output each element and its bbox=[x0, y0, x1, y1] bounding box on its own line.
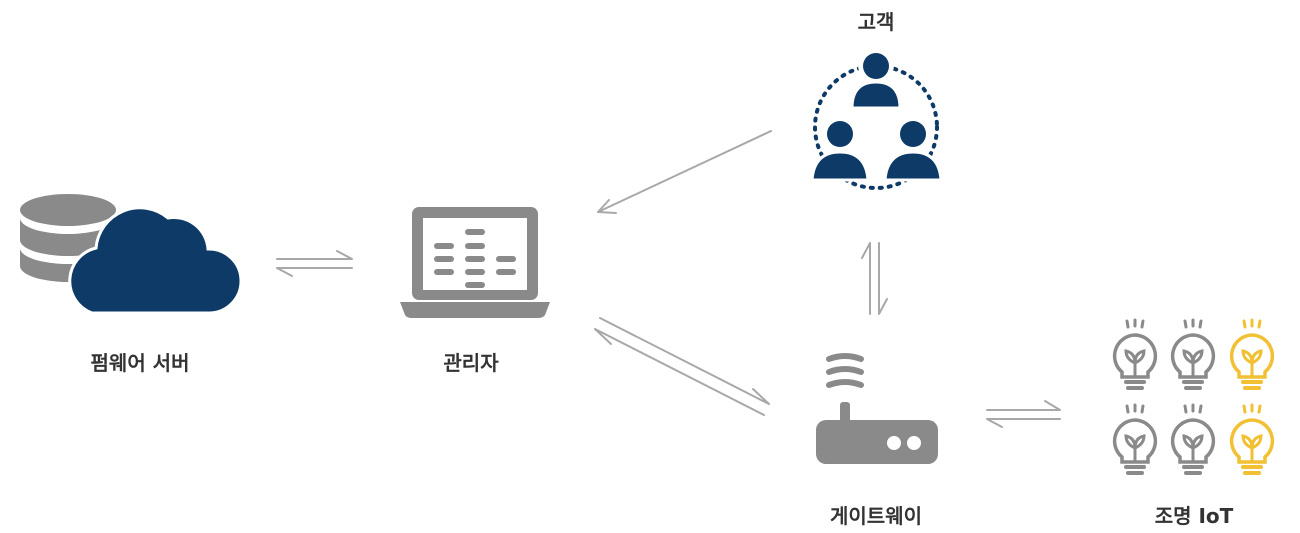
cloud-icon bbox=[68, 206, 243, 315]
firmware-server-label: 펌웨어 서버 bbox=[90, 351, 190, 375]
router-icon bbox=[816, 353, 938, 464]
bulb-icon bbox=[1170, 403, 1216, 477]
customers-icon bbox=[810, 47, 943, 190]
bulb-icon bbox=[1229, 318, 1275, 392]
arrow-customers-admin bbox=[597, 130, 772, 214]
arrow-customers-gateway bbox=[861, 242, 888, 315]
laptop-icon bbox=[400, 207, 550, 318]
person-icon bbox=[810, 115, 870, 182]
arrow-admin-gateway bbox=[594, 317, 770, 416]
bulb-icon bbox=[1170, 318, 1216, 392]
person-icon bbox=[883, 115, 943, 182]
person-icon bbox=[850, 47, 902, 110]
bulb-icon bbox=[1229, 403, 1275, 477]
arrow-server-admin bbox=[276, 250, 353, 277]
admin-label: 관리자 bbox=[443, 351, 499, 375]
customers-label: 고객 bbox=[857, 10, 895, 34]
arrow-gateway-iot bbox=[986, 400, 1061, 428]
bulb-icon bbox=[1112, 403, 1158, 477]
bulb-icon bbox=[1112, 318, 1158, 392]
lighting-iot-label: 조명 IoT bbox=[1154, 504, 1234, 528]
gateway-label: 게이트웨이 bbox=[830, 504, 922, 528]
wifi-signal-icon bbox=[826, 353, 864, 388]
